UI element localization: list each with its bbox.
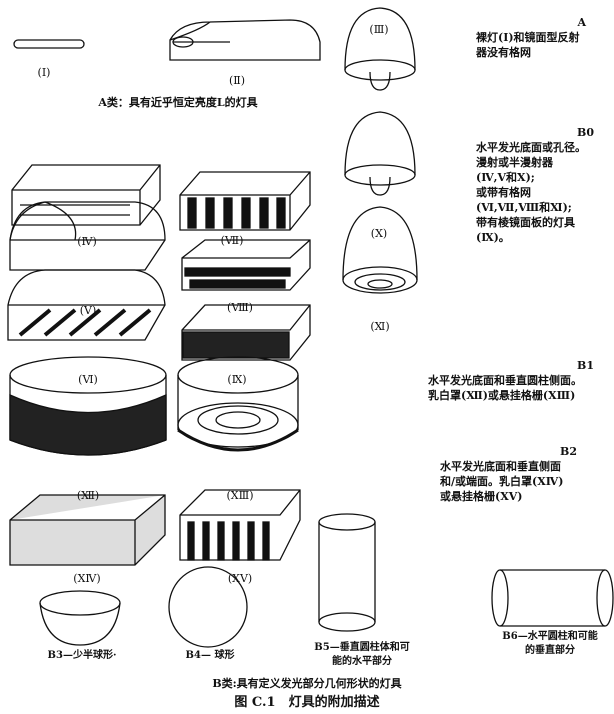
note-code: B2 <box>560 445 577 458</box>
half-cylinder-V <box>9 201 166 271</box>
horizontal-cylinder-B6 <box>491 569 614 627</box>
class-b-caption: B类:具有定义发光部分几何形状的灯具 <box>212 677 402 690</box>
note-line: 漫射或半漫射器 <box>476 156 553 169</box>
note-b2: B2 水平发光底面和垂直侧面 和/或端面。乳白罩(XⅣ) 或悬挂格栅(XⅤ) <box>440 444 577 504</box>
note-line: 或带有格网 <box>476 186 531 199</box>
class-a-caption: A类：具有近乎恒定亮度L的灯具 <box>98 96 258 109</box>
note-code: B1 <box>577 359 594 372</box>
label-XV: (XⅤ) <box>227 572 253 585</box>
note-line: 水平发光底面或孔径。 <box>476 141 586 154</box>
note-line: 裸灯(Ⅰ)和镜面型反射 <box>476 31 580 44</box>
bare-tube-lamp-I <box>13 39 85 49</box>
label-b4: B4— 球形 <box>185 650 235 661</box>
disc-XII <box>9 356 167 456</box>
note-b0: B0 水平发光底面或孔径。 漫射或半漫射器 (Ⅳ,Ⅴ和Ⅹ); 或带有格网 (Ⅵ,… <box>476 125 594 245</box>
label-line: B6—水平圆柱和可能 <box>502 631 598 642</box>
box-IV <box>11 164 161 226</box>
dome-grid-XI <box>342 206 418 294</box>
note-line: (Ⅵ,Ⅶ,Ⅷ和Ⅺ); <box>476 201 572 214</box>
label-II: (Ⅱ) <box>228 74 246 87</box>
dome-X <box>344 111 416 196</box>
note-line: 器没有格网 <box>476 46 531 59</box>
label-IV: (Ⅳ) <box>77 235 97 248</box>
figure-title: 图 C.1 灯具的附加描述 <box>234 695 380 710</box>
note-line: 带有棱镜面板的灯具 <box>476 216 575 229</box>
vertical-cylinder-B5 <box>318 513 376 632</box>
label-b5: B5—垂直圆柱体和可 能的水平部分 <box>314 641 409 669</box>
bowl-B3 <box>39 590 121 646</box>
half-cylinder-grid-VI <box>7 269 166 341</box>
label-III: (Ⅲ) <box>369 23 389 36</box>
label-XIV: (XⅣ) <box>73 572 101 585</box>
note-a: A 裸灯(Ⅰ)和镜面型反射 器没有格网 <box>476 15 586 60</box>
note-b1: B1 水平发光底面和垂直圆柱侧面。 乳白罩(Ⅻ)或悬挂格栅(XⅢ) <box>428 358 594 403</box>
label-XII: (Ⅻ) <box>76 489 100 502</box>
label-VIII: (Ⅷ) <box>227 301 253 314</box>
label-VI: (Ⅵ) <box>78 373 98 386</box>
disc-grid-XIII <box>177 356 299 452</box>
note-line: 水平发光底面和垂直侧面 <box>440 460 561 473</box>
label-line: 的垂直部分 <box>524 645 575 656</box>
note-line: 乳白罩(Ⅻ)或悬挂格栅(XⅢ) <box>428 389 576 402</box>
note-line: 或悬挂格栅(XⅤ) <box>440 490 523 503</box>
label-XI: (Ⅺ) <box>370 320 390 333</box>
label-line: 能的水平部分 <box>331 656 392 667</box>
sphere-B4 <box>168 566 248 648</box>
label-b6: B6—水平圆柱和可能 的垂直部分 <box>502 630 597 658</box>
label-IX: (Ⅸ) <box>227 373 247 386</box>
prism-box-IX <box>181 304 311 361</box>
louvre-box-VII <box>179 171 311 231</box>
note-code: A <box>577 16 586 29</box>
opal-box-XIV <box>9 494 166 566</box>
label-XIII: (XⅢ) <box>226 489 254 502</box>
label-X: (Ⅹ) <box>370 227 388 240</box>
louvre-box-XV <box>179 489 301 561</box>
label-I: (Ⅰ) <box>37 66 51 79</box>
note-line: 水平发光底面和垂直圆柱侧面。 <box>428 374 582 387</box>
note-line: (Ⅳ,Ⅴ和Ⅹ); <box>476 171 535 184</box>
label-V: (Ⅴ) <box>79 304 97 317</box>
note-code: B0 <box>577 126 594 139</box>
label-b3: B3—少半球形· <box>47 650 117 661</box>
dome-III <box>344 7 416 91</box>
note-line: (Ⅸ)。 <box>476 231 510 244</box>
note-line: 和/或端面。乳白罩(XⅣ) <box>440 475 564 488</box>
grid-box-VIII <box>181 239 311 291</box>
reflector-lamp-II <box>169 19 321 61</box>
label-VII: (Ⅶ) <box>220 234 244 247</box>
label-line: B5—垂直圆柱体和可 <box>314 642 410 653</box>
